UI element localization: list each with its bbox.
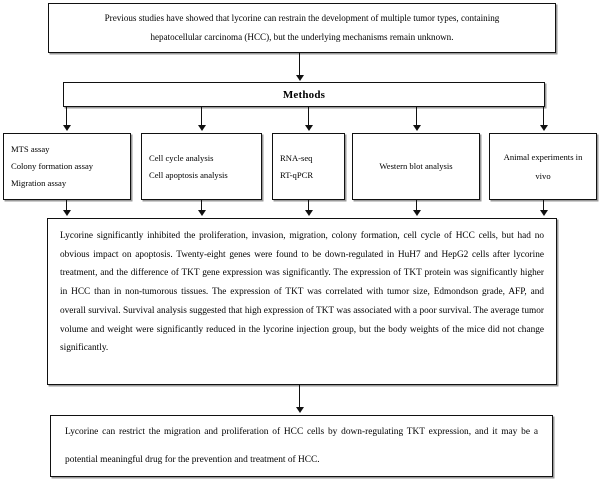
method-line: RNA-seq: [280, 152, 313, 163]
method-line: Animal experiments in vivo: [503, 151, 583, 181]
connector-method-2-to-results: [308, 200, 309, 211]
premise-box: Previous studies have showed that lycori…: [48, 3, 556, 53]
method-box-western-blot: Western blot analysis: [352, 133, 480, 200]
method-line: Cell apoptosis analysis: [149, 169, 228, 180]
connector-method-1-to-results: [201, 200, 202, 211]
method-box-sequencing: RNA-seq RT-qPCR: [272, 133, 345, 200]
connector-methods-to-method-2: [308, 107, 309, 126]
connector-methods-to-method-3: [416, 107, 417, 126]
method-line: Colony formation assay: [11, 161, 94, 171]
connector-methods-to-method-4: [543, 107, 544, 126]
methods-header-box: Methods: [63, 82, 545, 107]
conclusion-box-inner: Lycorine can restrict the migration and …: [51, 416, 552, 476]
connector-method-3-to-results: [416, 200, 417, 211]
arrowhead-method-4: [539, 125, 548, 131]
connector-premise-to-methods: [299, 53, 300, 76]
method-box-2-inner: RNA-seq RT-qPCR: [273, 134, 344, 199]
arrowhead-results-2: [304, 210, 313, 216]
method-line: MTS assay: [11, 144, 50, 154]
arrowhead-results-3: [412, 210, 421, 216]
method-line: Western blot analysis: [379, 161, 453, 171]
premise-box-inner: Previous studies have showed that lycori…: [49, 4, 555, 52]
arrowhead-method-0: [62, 125, 71, 131]
conclusion-box: Lycorine can restrict the migration and …: [50, 415, 553, 477]
method-box-4-inner: Animal experiments in vivo: [490, 134, 596, 199]
method-box-0-inner: MTS assay Colony formation assay Migrati…: [4, 134, 130, 199]
method-box-1-inner: Cell cycle analysis Cell apoptosis analy…: [142, 134, 261, 199]
arrowhead-methods: [295, 75, 304, 81]
method-box-animal-experiments: Animal experiments in vivo: [489, 133, 597, 200]
connector-method-4-to-results: [543, 200, 544, 211]
connector-methods-to-method-1: [201, 107, 202, 126]
results-box: Lycorine significantly inhibited the pro…: [47, 218, 557, 385]
method-box-cell-analysis: Cell cycle analysis Cell apoptosis analy…: [141, 133, 262, 200]
arrowhead-results-0: [62, 210, 71, 216]
arrowhead-method-3: [412, 125, 421, 131]
method-line: Migration assay: [11, 178, 67, 188]
arrowhead-method-1: [197, 125, 206, 131]
method-line: RT-qPCR: [280, 169, 314, 180]
arrowhead-method-2: [304, 125, 313, 131]
results-box-inner: Lycorine significantly inhibited the pro…: [48, 219, 556, 384]
methods-header-inner: Methods: [64, 83, 544, 106]
connector-methods-to-method-0: [66, 107, 67, 126]
method-box-3-inner: Western blot analysis: [353, 134, 479, 199]
premise-line-1: Previous studies have showed that lycori…: [104, 13, 500, 23]
premise-line-2: hepatocellular carcinoma (HCC), but the …: [150, 32, 454, 42]
conclusion-text: Lycorine can restrict the migration and …: [65, 427, 538, 465]
method-line: Cell cycle analysis: [149, 152, 214, 163]
connector-method-0-to-results: [66, 200, 67, 211]
method-box-assays: MTS assay Colony formation assay Migrati…: [3, 133, 131, 200]
arrowhead-results-4: [539, 210, 548, 216]
methods-header-label: Methods: [282, 88, 326, 101]
connector-results-to-conclusion: [299, 385, 300, 408]
results-text: Lycorine significantly inhibited the pro…: [60, 231, 544, 354]
arrowhead-results-1: [197, 210, 206, 216]
arrowhead-conclusion: [295, 407, 304, 413]
